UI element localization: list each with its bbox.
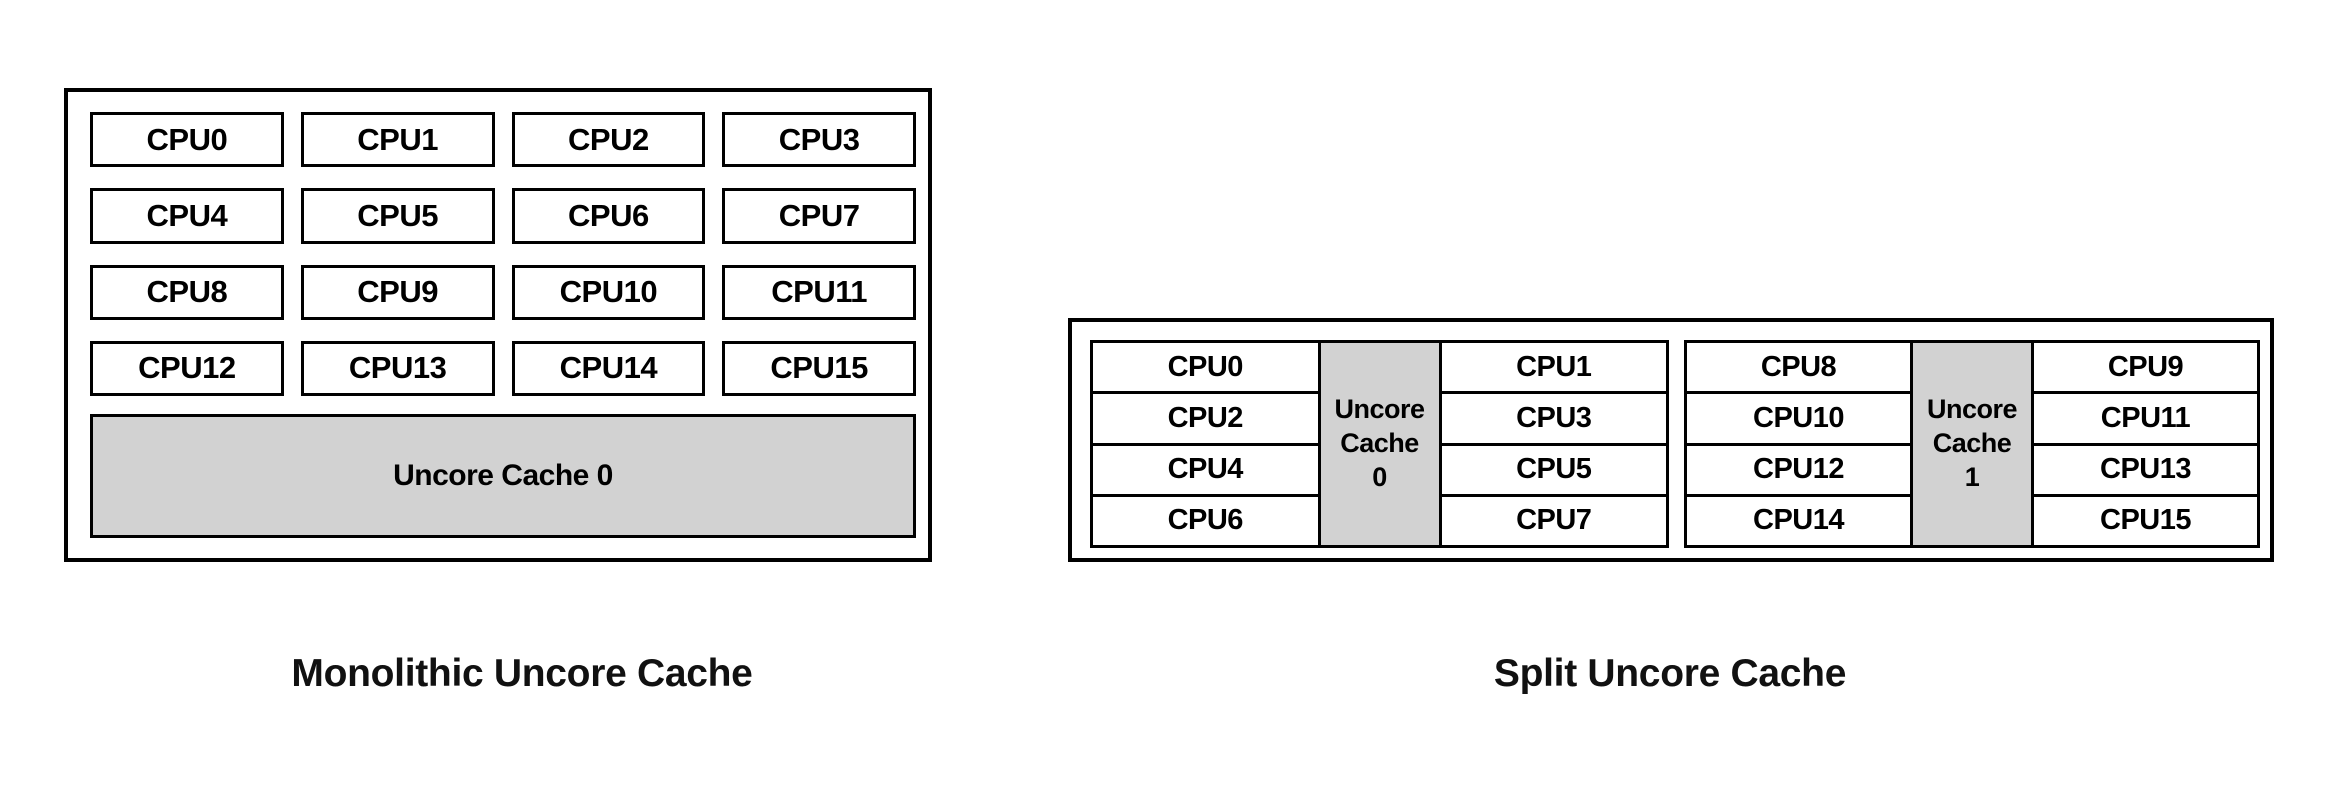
uncore-cache-box: Uncore Cache 0 [1317, 343, 1442, 545]
cpu-column-left: CPU0 CPU2 CPU4 CPU6 [1093, 343, 1318, 545]
cpu-box: CPU7 [1441, 496, 1666, 545]
cpu-box: CPU9 [2034, 343, 2257, 395]
uncore-cache-label-line1: Uncore [1926, 394, 2018, 425]
cpu-box: CPU2 [1093, 394, 1318, 446]
cpu-box: CPU6 [511, 188, 706, 244]
uncore-cache-label-line1: Uncore [1334, 394, 1425, 425]
cpu-box: CPU10 [511, 264, 706, 320]
cpu-box: CPU12 [1687, 445, 1910, 497]
cpu-box: CPU6 [1093, 496, 1318, 545]
cpu-box: CPU10 [1687, 394, 1910, 446]
cpu-column-left: CPU8 CPU10 CPU12 CPU14 [1687, 343, 1910, 545]
panel-caption-monolithic: Monolithic Uncore Cache [291, 652, 753, 695]
cpu-box: CPU5 [300, 188, 495, 244]
panel-caption-split: Split Uncore Cache [1493, 652, 1847, 695]
uncore-cache-label-line2: Cache [1340, 428, 1419, 459]
split-cache-group: CPU8 CPU10 CPU12 CPU14 Uncore Cache 1 CP… [1684, 340, 2260, 548]
cpu-box: CPU3 [722, 112, 916, 168]
monolithic-cpu-grid: CPU0 CPU1 CPU2 CPU3 CPU4 CPU5 CPU6 CPU7 … [90, 112, 916, 396]
cpu-box: CPU15 [2034, 496, 2257, 545]
cpu-box: CPU0 [1093, 343, 1318, 395]
cpu-box: CPU4 [1093, 445, 1318, 497]
monolithic-package-frame: CPU0 CPU1 CPU2 CPU3 CPU4 CPU5 CPU6 CPU7 … [64, 88, 932, 562]
cpu-box: CPU14 [511, 340, 706, 396]
cpu-column-right: CPU1 CPU3 CPU5 CPU7 [1441, 343, 1666, 545]
cpu-box: CPU15 [722, 340, 916, 396]
split-cache-group: CPU0 CPU2 CPU4 CPU6 Uncore Cache 0 CPU1 … [1090, 340, 1669, 548]
cpu-box: CPU11 [722, 264, 916, 320]
uncore-cache-box: Uncore Cache 1 [1910, 343, 2034, 545]
cpu-box: CPU13 [2034, 445, 2257, 497]
uncore-cache-label-line3: 1 [1964, 461, 1980, 492]
cpu-box: CPU0 [90, 112, 284, 168]
cpu-box: CPU13 [300, 340, 495, 396]
uncore-cache-label-line3: 0 [1372, 461, 1387, 492]
cpu-box: CPU3 [1441, 394, 1666, 446]
cpu-box: CPU7 [722, 188, 916, 244]
cpu-column-right: CPU9 CPU11 CPU13 CPU15 [2034, 343, 2257, 545]
cpu-box: CPU14 [1687, 496, 1910, 545]
cpu-box: CPU11 [2034, 394, 2257, 446]
cpu-box: CPU1 [300, 112, 495, 168]
uncore-cache-label-line2: Cache [1932, 428, 2012, 459]
cpu-box: CPU1 [1441, 343, 1666, 395]
cpu-box: CPU4 [90, 188, 284, 244]
uncore-cache-box: Uncore Cache 0 [90, 414, 916, 538]
cpu-box: CPU9 [300, 264, 495, 320]
cpu-box: CPU8 [90, 264, 284, 320]
cpu-box: CPU8 [1687, 343, 1910, 395]
cpu-box: CPU5 [1441, 445, 1666, 497]
cpu-box: CPU12 [90, 340, 284, 396]
split-package-frame: CPU0 CPU2 CPU4 CPU6 Uncore Cache 0 CPU1 … [1068, 318, 2274, 562]
cpu-box: CPU2 [511, 112, 706, 168]
